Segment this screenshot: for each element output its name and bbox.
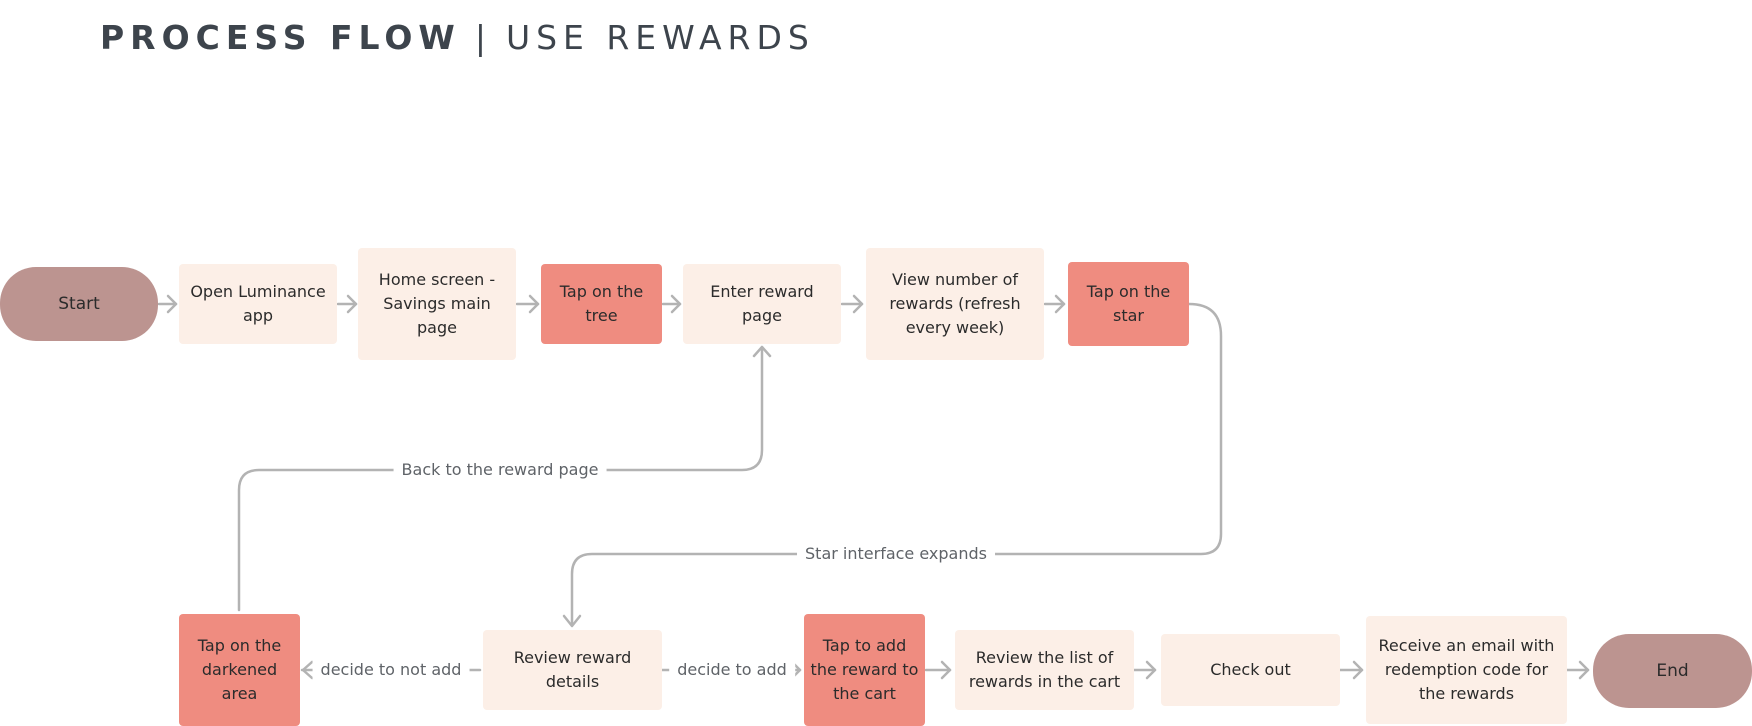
arrow-list-to-checkout xyxy=(1132,660,1157,680)
edge-label-back-to-reward: Back to the reward page xyxy=(393,460,607,480)
start-node: Start xyxy=(0,267,158,341)
step-tap-add-to-cart: Tap to add the reward to the cart xyxy=(804,614,925,726)
arrow-view-to-star xyxy=(1043,294,1066,314)
arrow-email-to-end xyxy=(1565,660,1590,680)
arrow-enter-to-view xyxy=(840,294,864,314)
step-view-rewards: View number of rewards (refresh every we… xyxy=(866,248,1044,360)
edge-label-decide-not-add: decide to not add xyxy=(312,660,470,680)
connector-star-expands xyxy=(562,302,1223,628)
step-tap-star: Tap on the star xyxy=(1068,262,1189,346)
edge-label-star-expands: Star interface expands xyxy=(797,544,995,564)
arrow-open-to-home xyxy=(336,294,358,314)
step-review-reward-details: Review reward details xyxy=(483,630,662,710)
arrow-tree-to-enter xyxy=(661,294,682,314)
step-review-cart-list: Review the list of rewards in the cart xyxy=(955,630,1134,710)
step-tap-tree: Tap on the tree xyxy=(541,264,662,344)
step-open-app: Open Luminance app xyxy=(179,264,337,344)
page-title: PROCESS FLOW|USE REWARDS xyxy=(100,18,815,57)
arrow-checkout-to-email xyxy=(1338,660,1364,680)
step-home-screen: Home screen - Savings main page xyxy=(358,248,516,360)
arrow-home-to-tree xyxy=(515,294,540,314)
step-tap-darkened-area: Tap on the darkened area xyxy=(179,614,300,726)
step-enter-reward-page: Enter reward page xyxy=(683,264,841,344)
step-receive-email: Receive an email with redemption code fo… xyxy=(1366,616,1567,724)
end-node: End xyxy=(1593,634,1752,708)
edge-label-decide-add: decide to add xyxy=(669,660,795,680)
arrow-add-to-list xyxy=(924,660,952,680)
arrow-start-to-open xyxy=(157,294,178,314)
step-check-out: Check out xyxy=(1161,634,1340,706)
